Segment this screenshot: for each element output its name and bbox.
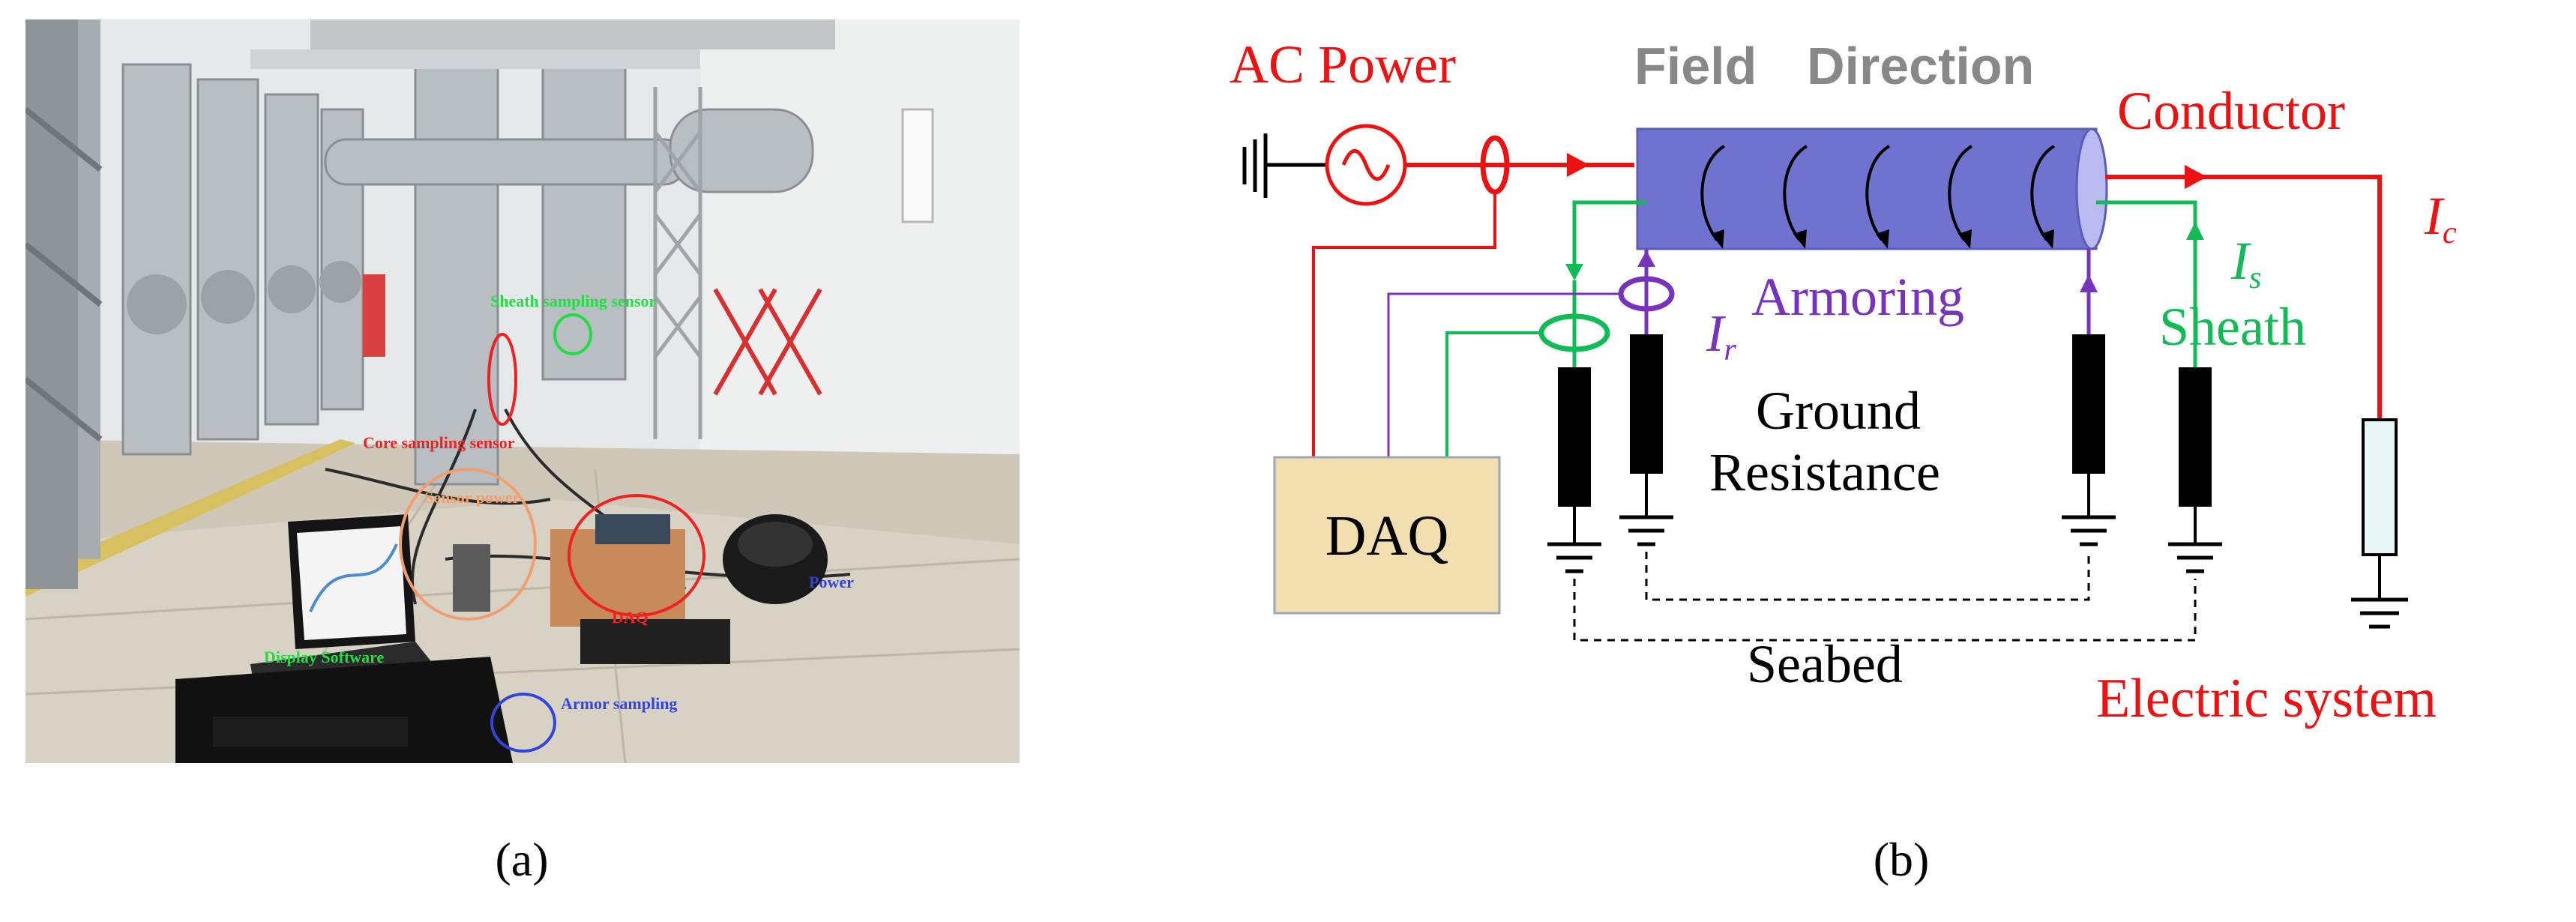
electric-system-label: Electric system <box>2096 668 2437 729</box>
daq-box <box>1273 456 1501 615</box>
display-software-label: Display Software <box>264 648 385 666</box>
ground-symbols <box>1547 515 2222 573</box>
cable-end <box>2075 127 2108 250</box>
photo-panel: Sheath sampling sensor Core sampling sen… <box>23 19 1020 764</box>
sensor-power-marker <box>399 468 537 621</box>
sheath-sensor-marker <box>553 313 592 355</box>
ground-label: Ground <box>1756 381 1921 441</box>
field-label: Field <box>1634 37 1757 95</box>
is-label: Is <box>2230 231 2261 295</box>
caption-a: (a) <box>495 833 549 886</box>
sheath-sampling-sensor-label: Sheath sampling sensor <box>490 292 657 310</box>
source-ground-symbol <box>1242 133 1268 198</box>
seabed-connection <box>1573 552 2197 642</box>
core-sensor-marker <box>487 333 517 426</box>
system-ground-symbol <box>2351 597 2408 629</box>
daq-photo-label: DAQ <box>612 608 648 627</box>
measurement-circuit-diagram: AC Power Field Direction Conductor Ic El… <box>1230 34 2457 729</box>
armor-sampling-label: Armor sampling <box>561 694 677 713</box>
armoring-label: Armoring <box>1751 267 1964 327</box>
ac-power-label: AC Power <box>1230 34 1456 94</box>
conductor-label: Conductor <box>2117 81 2345 141</box>
caption-b: (b) <box>1873 833 1930 886</box>
field-direction-arrows <box>1700 145 2056 241</box>
ic-label: Ic <box>2424 186 2457 250</box>
experiment-photo: Sheath sampling sensor Core sampling sen… <box>23 19 1020 764</box>
core-sampling-sensor-label: Core sampling sensor <box>363 433 515 452</box>
sheath-label: Sheath <box>2159 297 2306 357</box>
daq-marker <box>568 494 705 617</box>
daq-label: DAQ <box>1325 504 1449 567</box>
direction-label: Direction <box>1807 37 2034 95</box>
load-resistor <box>2362 418 2398 556</box>
diagram-panel: AC Power Field Direction Conductor Ic El… <box>1170 0 2576 795</box>
power-label: Power <box>809 573 854 591</box>
armor-sensor-marker <box>490 693 556 753</box>
ground-resistors <box>1558 334 2212 507</box>
resistance-label: Resistance <box>1709 442 1940 502</box>
seabed-label: Seabed <box>1747 634 1903 694</box>
sensor-power-label: Sensor power <box>424 488 520 507</box>
ir-label: Ir <box>1706 305 1736 367</box>
conductor-exit-arrow <box>2185 165 2207 189</box>
conductor-current-arrow <box>1567 153 1589 177</box>
